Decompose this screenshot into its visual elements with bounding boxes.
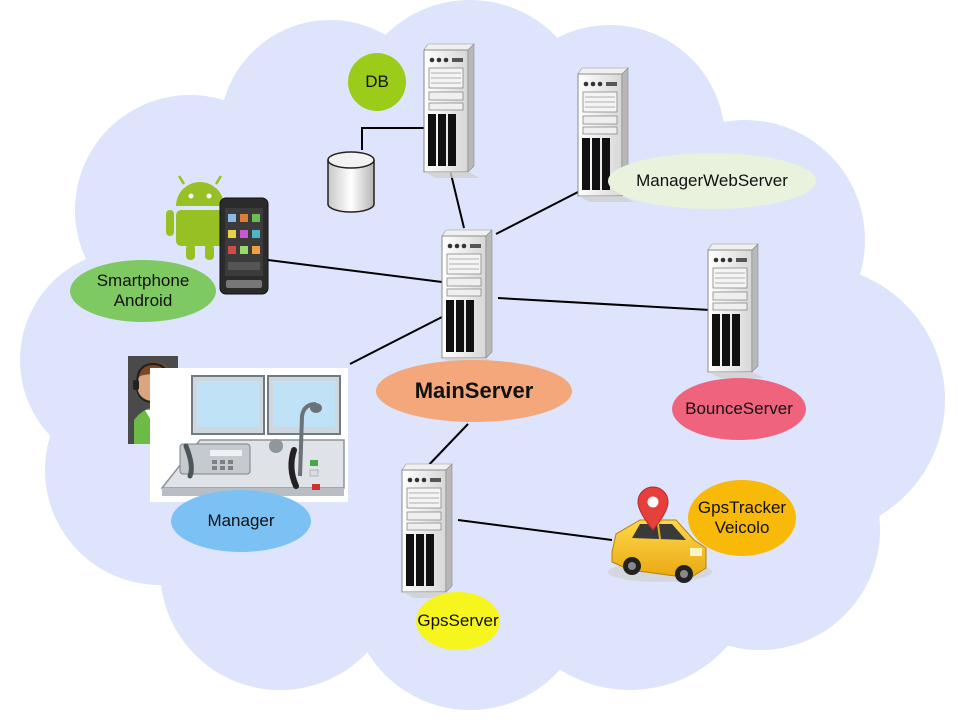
main-server-icon (441, 229, 499, 365)
main-server-label-text: MainServer (414, 378, 534, 404)
gps-tracker-label-text: GpsTracker Veicolo (697, 498, 787, 537)
link-main-bounce (497, 297, 711, 311)
db-label: DB (348, 62, 406, 102)
smartphone-android-label-text: Smartphone Android (96, 271, 190, 310)
gps-server-icon (401, 463, 459, 599)
car-icon (608, 519, 712, 583)
gps-server-label-text: GpsServer (417, 611, 499, 631)
label-backgrounds (70, 53, 816, 650)
control-console-icon (150, 368, 348, 502)
link-main-smartphone (267, 259, 443, 283)
bounce-server-label: BounceServer (672, 388, 806, 430)
smartphone-icon (219, 197, 269, 295)
manager-web-server-label-text: ManagerWebServer (636, 171, 788, 191)
connection-links (267, 127, 711, 541)
bounce-server-icon (707, 243, 765, 379)
link-server-database (361, 127, 426, 150)
main-server-label: MainServer (376, 370, 572, 412)
link-gpsserver-car (457, 519, 613, 541)
db-server-icon (423, 43, 481, 179)
manager-label-text: Manager (207, 511, 275, 531)
db-label-text: DB (365, 72, 389, 92)
link-main-gpsserver (423, 423, 469, 471)
smartphone-android-label: Smartphone Android (70, 268, 216, 314)
link-main-managerweb (495, 191, 579, 235)
gps-server-label: GpsServer (416, 600, 500, 642)
gps-tracker-label: GpsTracker Veicolo (688, 494, 796, 542)
manager-label: Manager (171, 500, 311, 542)
location-pin-icon (637, 486, 669, 531)
bounce-server-label-text: BounceServer (685, 399, 793, 419)
manager-web-server-label: ManagerWebServer (608, 160, 816, 202)
link-main-db (449, 169, 465, 229)
link-main-manager (349, 315, 445, 365)
database-icon (327, 151, 375, 213)
